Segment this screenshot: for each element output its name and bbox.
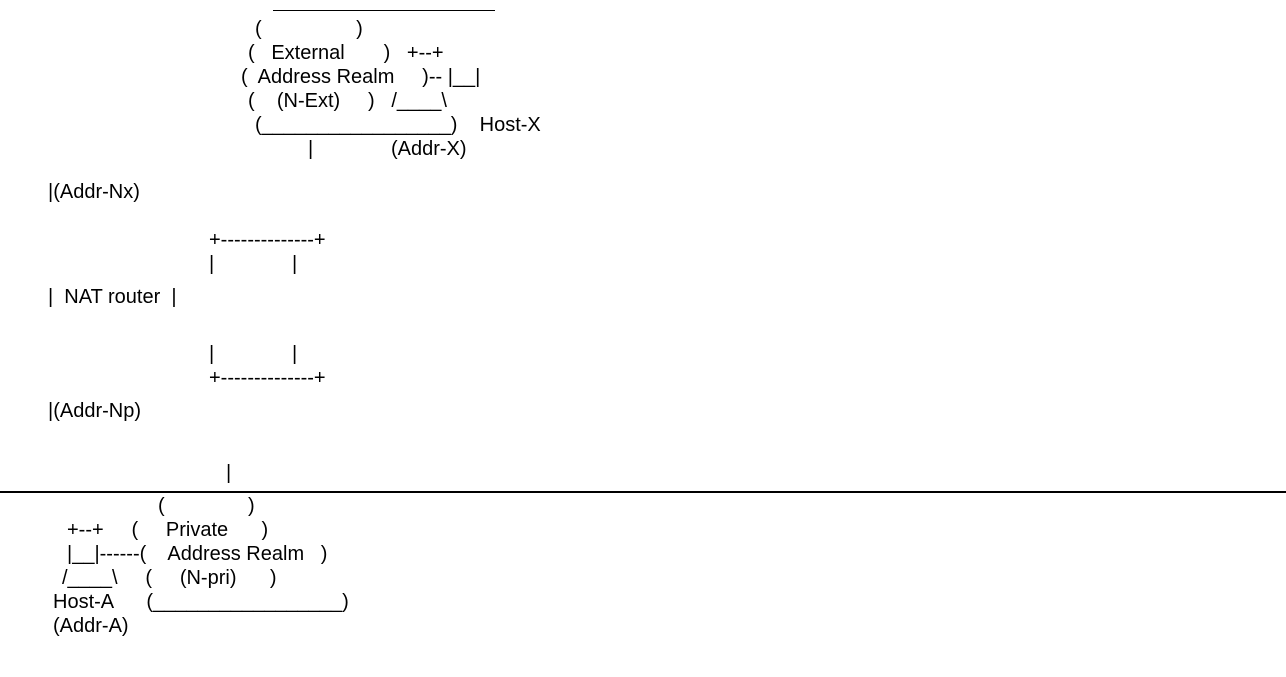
external-realm-line-3: ( Address Realm )-- |__| <box>241 66 481 88</box>
private-realm-line-4: /____\ ( (N-pri) ) <box>62 567 277 589</box>
nat-box-side-1: | | <box>209 253 298 275</box>
private-realm-line-3: |__|------( Address Realm ) <box>67 543 328 565</box>
host-a-line: Host-A (_________________) <box>53 591 349 613</box>
nat-box-top: +--------------+ <box>209 229 326 251</box>
divider-line <box>0 491 1286 493</box>
external-realm-line-1: ( ) <box>255 18 363 40</box>
link-pipe: | <box>226 462 232 484</box>
private-realm-line-2: +--+ ( Private ) <box>67 519 269 541</box>
external-realm-top-rule <box>273 10 495 11</box>
external-realm-line-5: (_________________) Host-X <box>255 114 541 136</box>
nat-router-label: | NAT router | <box>48 286 177 308</box>
addr-x-line: | (Addr-X) <box>308 138 467 160</box>
nat-box-side-2: | | <box>209 343 298 365</box>
private-realm-line-1: ( ) <box>158 495 255 517</box>
addr-nx-label: |(Addr-Nx) <box>48 181 140 203</box>
external-realm-line-2: ( External ) +--+ <box>248 42 444 64</box>
external-realm-line-4: ( (N-Ext) ) /____\ <box>248 90 447 112</box>
addr-a-label: (Addr-A) <box>53 615 129 637</box>
nat-box-bottom: +--------------+ <box>209 367 326 389</box>
addr-np-label: |(Addr-Np) <box>48 400 141 422</box>
